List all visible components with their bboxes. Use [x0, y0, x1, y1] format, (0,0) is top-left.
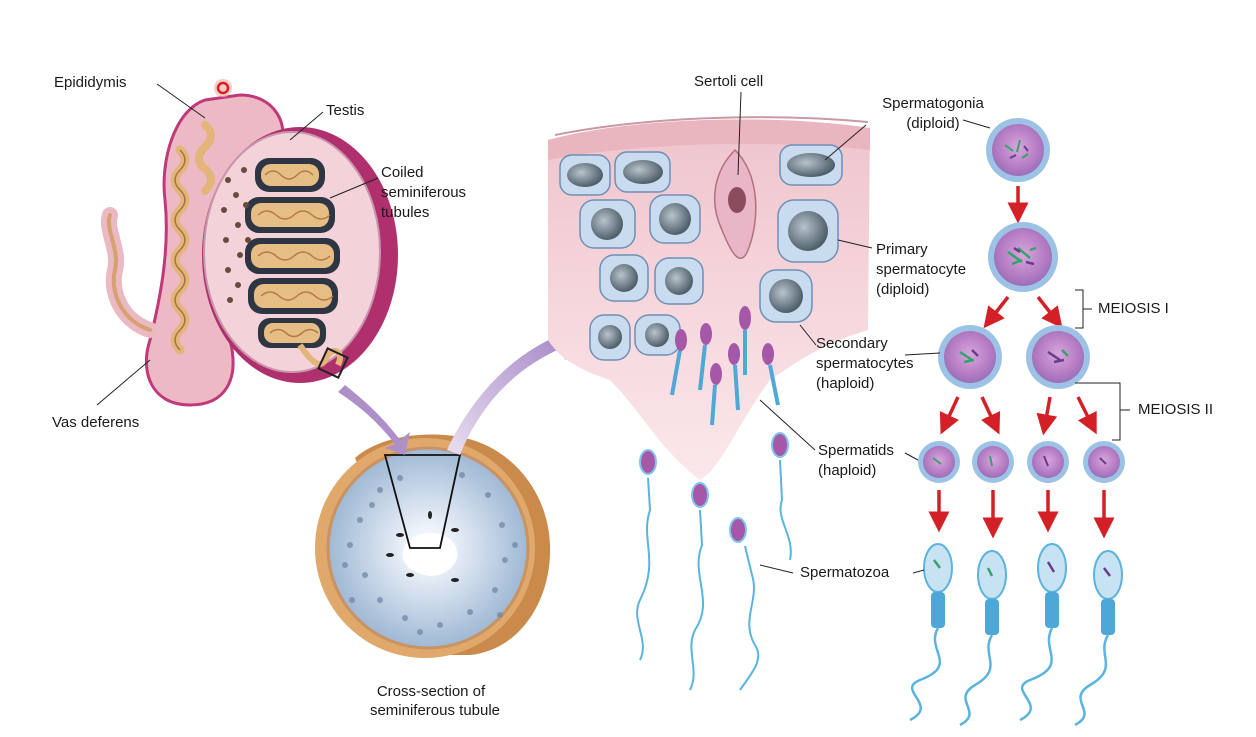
- detail-leader-lines: [737, 91, 873, 574]
- testis-to-section-arrow: [338, 385, 410, 455]
- label-testis: Testis: [326, 102, 365, 119]
- seminiferous-epithelium-detail: [548, 116, 870, 691]
- wedge-marker: [383, 454, 462, 549]
- label-spermatogonia-line2: (diploid): [906, 115, 960, 132]
- testis-illustration: [100, 79, 398, 407]
- label-meiosis-2: MEIOSIS II: [1138, 401, 1214, 418]
- meiosis2-arrows: [939, 396, 1097, 436]
- label-spermatids-line2: (haploid): [818, 462, 877, 479]
- label-primary-line3: (diploid): [876, 281, 930, 298]
- label-sertoli-cell: Sertoli cell: [694, 73, 764, 90]
- label-cross-section-line1: Cross-section of: [376, 683, 486, 700]
- primary-spermatocyte-cell: [988, 222, 1058, 292]
- label-coiled-line3: tubules: [381, 204, 430, 221]
- cross-section-marker: [317, 347, 349, 379]
- maturation-arrows: [928, 490, 1115, 539]
- label-vas-deferens: Vas deferens: [52, 414, 140, 431]
- developing-spermatids: [670, 306, 780, 426]
- meiosis1-bracket: [1075, 289, 1092, 329]
- label-primary-line2: spermatocyte: [876, 261, 967, 278]
- spermatogonium-cell: [986, 118, 1050, 182]
- coiled-seminiferous-tubules: [245, 158, 340, 348]
- spermatogonia-cells-row: [559, 144, 843, 361]
- secondary-spermatocyte-left: [938, 325, 1002, 389]
- label-spermatogonia-line1: Spermatogonia: [882, 95, 984, 112]
- label-spermatids-line1: Spermatids: [818, 442, 894, 459]
- spermatozoa-cells: [909, 543, 1123, 727]
- spermatozoa-free: [636, 432, 792, 691]
- label-secondary-line2: spermatocytes: [816, 355, 914, 372]
- label-coiled-line1: Coiled: [381, 164, 424, 181]
- right-leader-lines: [904, 119, 1130, 574]
- label-primary-line1: Primary: [876, 241, 928, 258]
- label-meiosis-1: MEIOSIS I: [1098, 300, 1169, 317]
- secondary-spermatocyte-right: [1026, 325, 1090, 389]
- meiosis2-bracket: [1075, 382, 1130, 441]
- label-cross-section-line2: seminiferous tubule: [369, 702, 501, 719]
- left-leader-lines: [96, 83, 379, 406]
- meiosis-flowchart: [904, 118, 1130, 727]
- label-secondary-line1: Secondary: [816, 335, 888, 352]
- label-coiled-line2: seminiferous: [381, 184, 467, 201]
- spermatid-cells: [918, 441, 1125, 483]
- label-secondary-line3: (haploid): [816, 375, 875, 392]
- red-dot-marker: [214, 79, 232, 97]
- label-spermatozoa: Spermatozoa: [800, 564, 890, 581]
- label-epididymis: Epididymis: [54, 74, 127, 91]
- cross-section-illustration: [315, 434, 551, 658]
